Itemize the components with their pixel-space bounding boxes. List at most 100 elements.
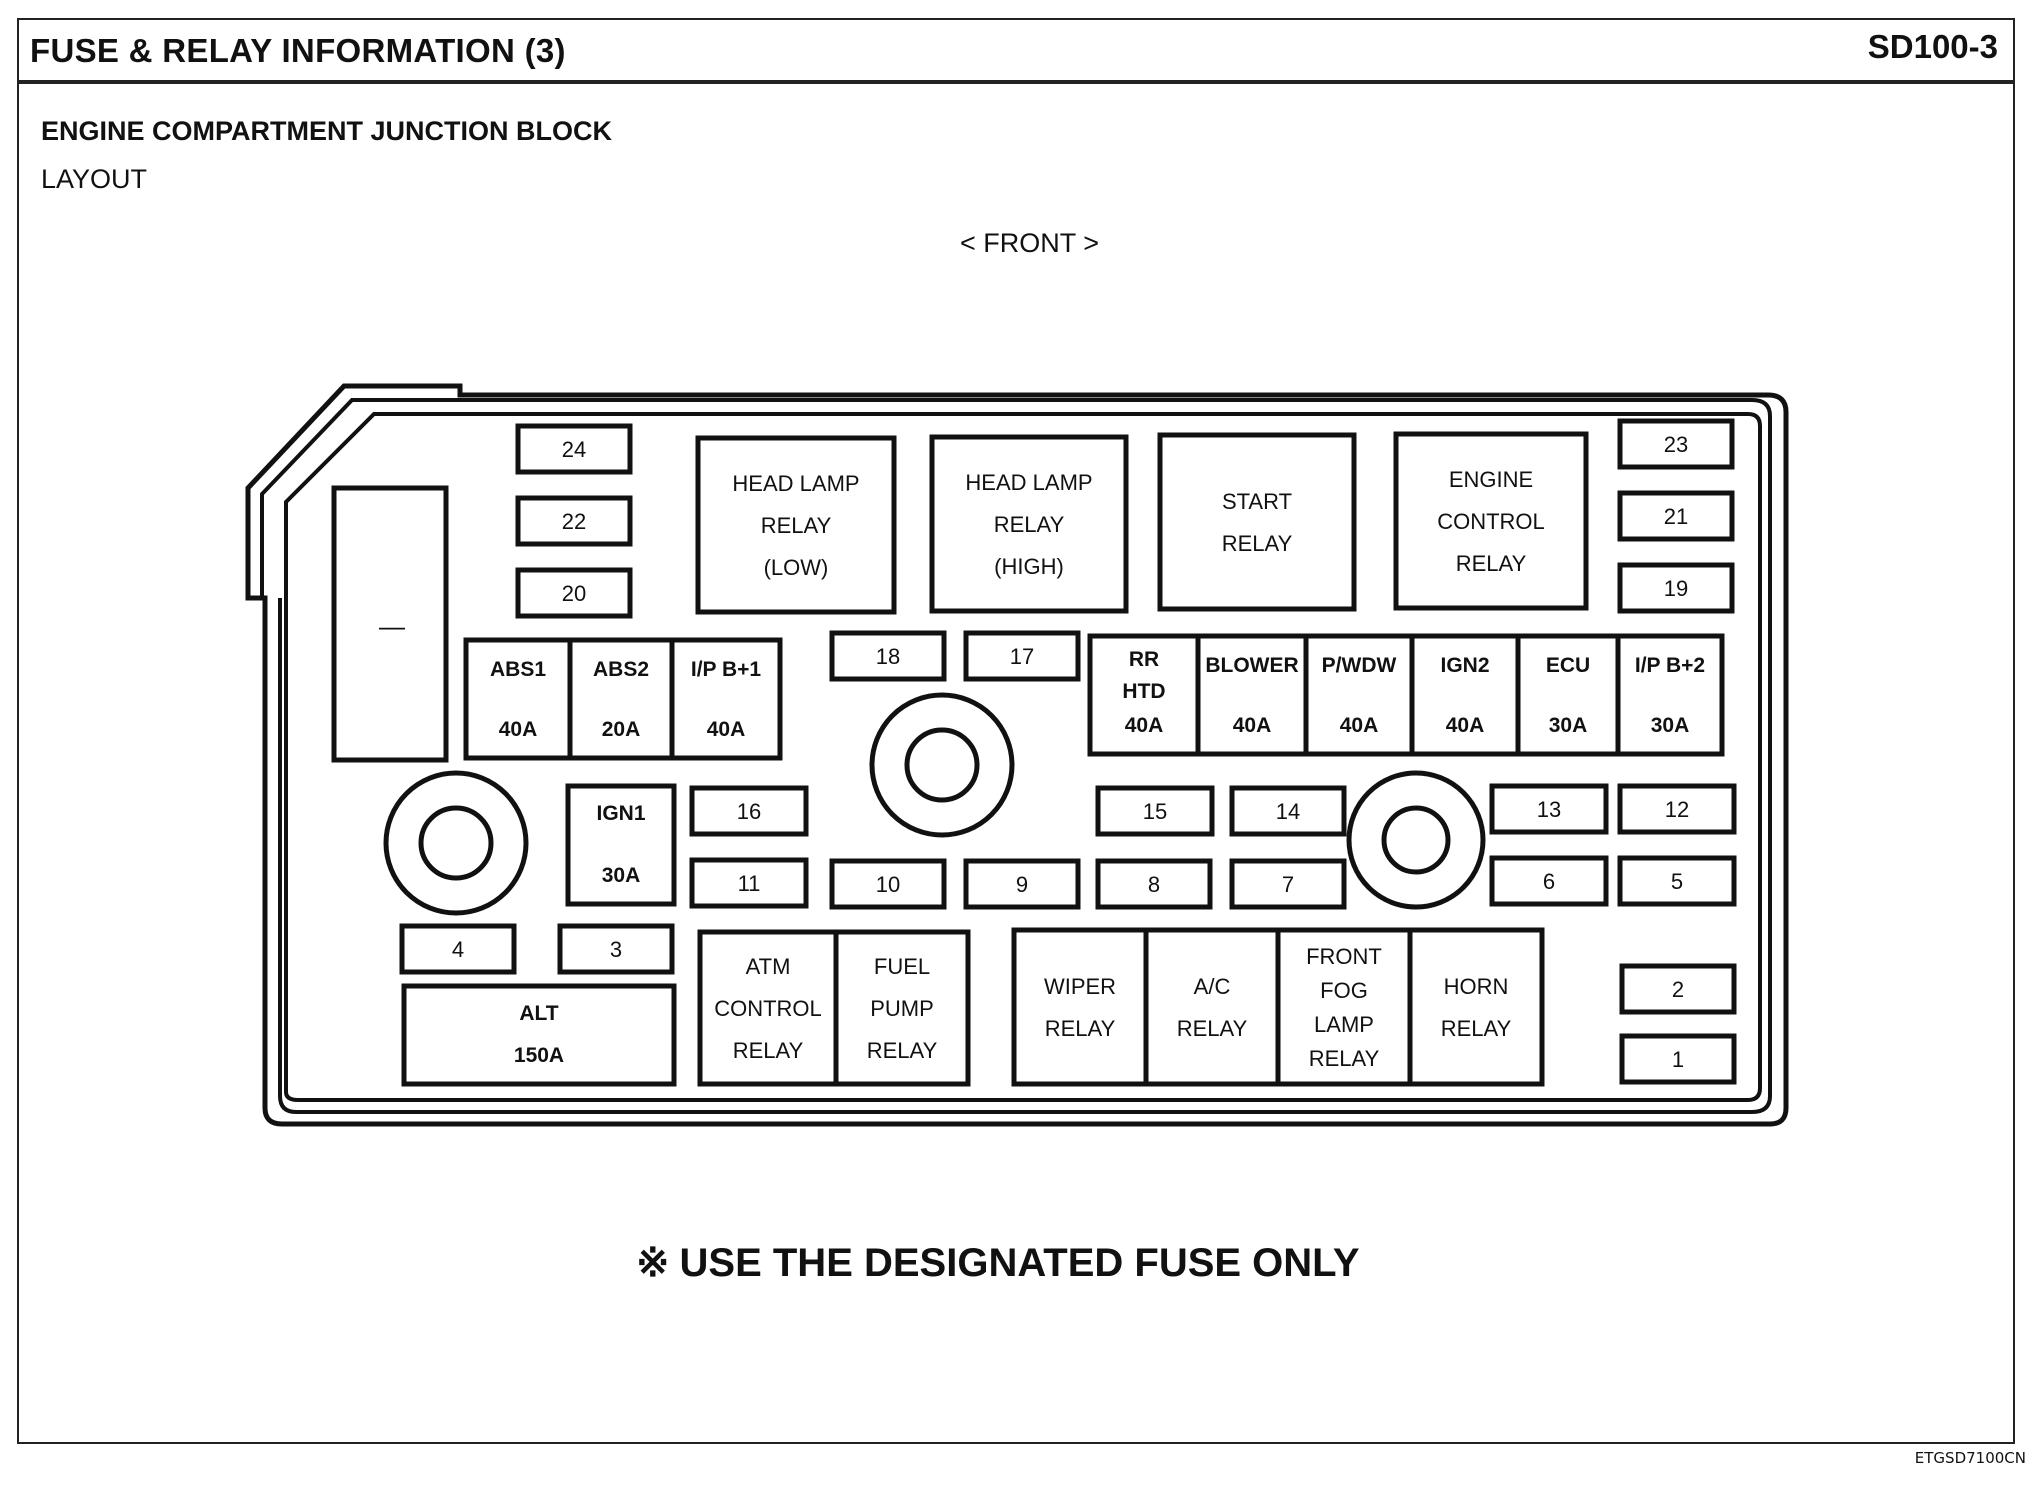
fusible-link-rating: 40A <box>1233 714 1272 737</box>
fuse-label: 18 <box>876 644 900 669</box>
fusible-link-rating: 40A <box>1340 714 1379 737</box>
fuse-24 <box>515 423 633 475</box>
mounting-bolt-hole <box>1381 805 1451 875</box>
mounting-bolt <box>1346 770 1486 910</box>
fuse-13 <box>1489 783 1609 835</box>
fusible-link-name: BLOWER <box>1205 654 1298 677</box>
fuse-label: 11 <box>738 871 761 896</box>
relay-label-line: RELAY <box>994 512 1065 537</box>
fusible-link-name: HTD <box>1122 680 1165 703</box>
fuse-19 <box>1617 562 1735 614</box>
section-title: ENGINE COMPARTMENT JUNCTION BLOCK <box>41 116 612 146</box>
fuse-1 <box>1619 1033 1737 1085</box>
fuse-label: 14 <box>1276 799 1300 824</box>
fuse-7 <box>1229 858 1347 910</box>
empty-slot-label: — <box>379 611 405 641</box>
fuse-label: 21 <box>1664 504 1688 529</box>
relay-box <box>833 929 971 1087</box>
fusible-link-rating: 30A <box>1549 714 1588 737</box>
fusible-link-name: I/P B+2 <box>1635 654 1705 677</box>
fuse-10 <box>829 858 947 910</box>
relay-label-line: RELAY <box>1441 1016 1512 1041</box>
relay-box <box>1143 927 1281 1087</box>
relay-box <box>695 435 897 615</box>
fusible-link-rating: 40A <box>1446 714 1485 737</box>
relay-label-line: CONTROL <box>714 996 822 1021</box>
fuse-22 <box>515 495 633 547</box>
fusible-link-rating: 20A <box>602 718 641 741</box>
relay-label-line: FUEL <box>874 954 930 979</box>
relay-label-line: START <box>1222 489 1292 514</box>
relay-label-line: A/C <box>1194 974 1231 999</box>
relay-box <box>929 434 1129 614</box>
fusible-link-rating: 30A <box>602 864 641 887</box>
relay-label-line: RELAY <box>1456 551 1527 576</box>
fuse-18 <box>829 630 947 682</box>
housing-inner <box>284 412 1762 1102</box>
fuse-label: 8 <box>1148 872 1160 897</box>
section-subtitle: LAYOUT <box>41 164 148 194</box>
fuse-16 <box>689 785 809 837</box>
fusible-link-rating: 30A <box>1651 714 1690 737</box>
relay-label-line: HORN <box>1444 974 1509 999</box>
fuse-label: 24 <box>562 437 586 462</box>
fuse-label: 9 <box>1016 872 1028 897</box>
fuse-label: 22 <box>562 509 586 534</box>
fuse-label: 19 <box>1664 576 1688 601</box>
front-label: < FRONT > <box>960 228 1100 258</box>
mounting-bolt-hole <box>904 727 980 803</box>
fuse-20 <box>515 567 633 619</box>
relay-label-line: ENGINE <box>1449 467 1533 492</box>
fuse-label: 12 <box>1665 797 1689 822</box>
fusible-link-name: ABS2 <box>593 658 649 681</box>
relay-label-line: HEAD LAMP <box>732 471 859 496</box>
fusible-link-rating: 40A <box>1125 714 1164 737</box>
fuse-17 <box>963 630 1081 682</box>
relay-label-line: (LOW) <box>764 555 829 580</box>
fuse-12 <box>1617 783 1737 835</box>
fuse-label: 7 <box>1282 872 1294 897</box>
relay-label-line: RELAY <box>1309 1046 1380 1071</box>
fuse-label: 10 <box>876 872 900 897</box>
mounting-bolt-hole <box>418 805 494 881</box>
fuse-label: 1 <box>1672 1047 1684 1072</box>
fuse-label: 13 <box>1537 797 1561 822</box>
fusible-link-box <box>565 783 677 907</box>
fuse-3 <box>557 923 675 975</box>
relay-label-line: ATM <box>746 954 791 979</box>
notice: ※USE THE DESIGNATED FUSE ONLY <box>636 1240 1360 1286</box>
fusible-link-name: P/WDW <box>1322 654 1397 677</box>
relay-box <box>1157 432 1357 612</box>
fuse-14 <box>1229 785 1347 837</box>
fuse-6 <box>1489 855 1609 907</box>
notice-mark: ※ <box>636 1241 670 1285</box>
fusible-link-name: ECU <box>1546 654 1590 677</box>
fuse-4 <box>399 923 517 975</box>
fuse-23 <box>1617 418 1735 470</box>
empty-slot <box>331 485 449 763</box>
fusible-link-name: ABS1 <box>490 658 546 681</box>
fusible-link-name: I/P B+1 <box>691 658 762 681</box>
fusible-link-name: IGN1 <box>596 802 645 825</box>
fuse-2 <box>1619 963 1737 1015</box>
fusible-link-name: IGN2 <box>1440 654 1489 677</box>
notice-text: USE THE DESIGNATED FUSE ONLY <box>679 1241 1360 1285</box>
relay-label-line: RELAY <box>1045 1016 1116 1041</box>
relay-box <box>1393 431 1589 611</box>
fusible-link-box <box>401 983 677 1087</box>
relay-label-line: FRONT <box>1306 944 1382 969</box>
fuse-15 <box>1095 785 1215 837</box>
relay-label-line: CONTROL <box>1437 509 1545 534</box>
relay-label-line: WIPER <box>1044 974 1116 999</box>
fuse-label: 4 <box>452 937 464 962</box>
relay-label-line: HEAD LAMP <box>965 470 1092 495</box>
fusible-link-rating: 150A <box>514 1044 564 1067</box>
fuse-label: 3 <box>610 937 622 962</box>
fusible-link-box <box>1615 633 1725 757</box>
fuse-label: 16 <box>737 799 761 824</box>
fuse-label: 23 <box>1664 432 1688 457</box>
fuse-21 <box>1617 490 1735 542</box>
